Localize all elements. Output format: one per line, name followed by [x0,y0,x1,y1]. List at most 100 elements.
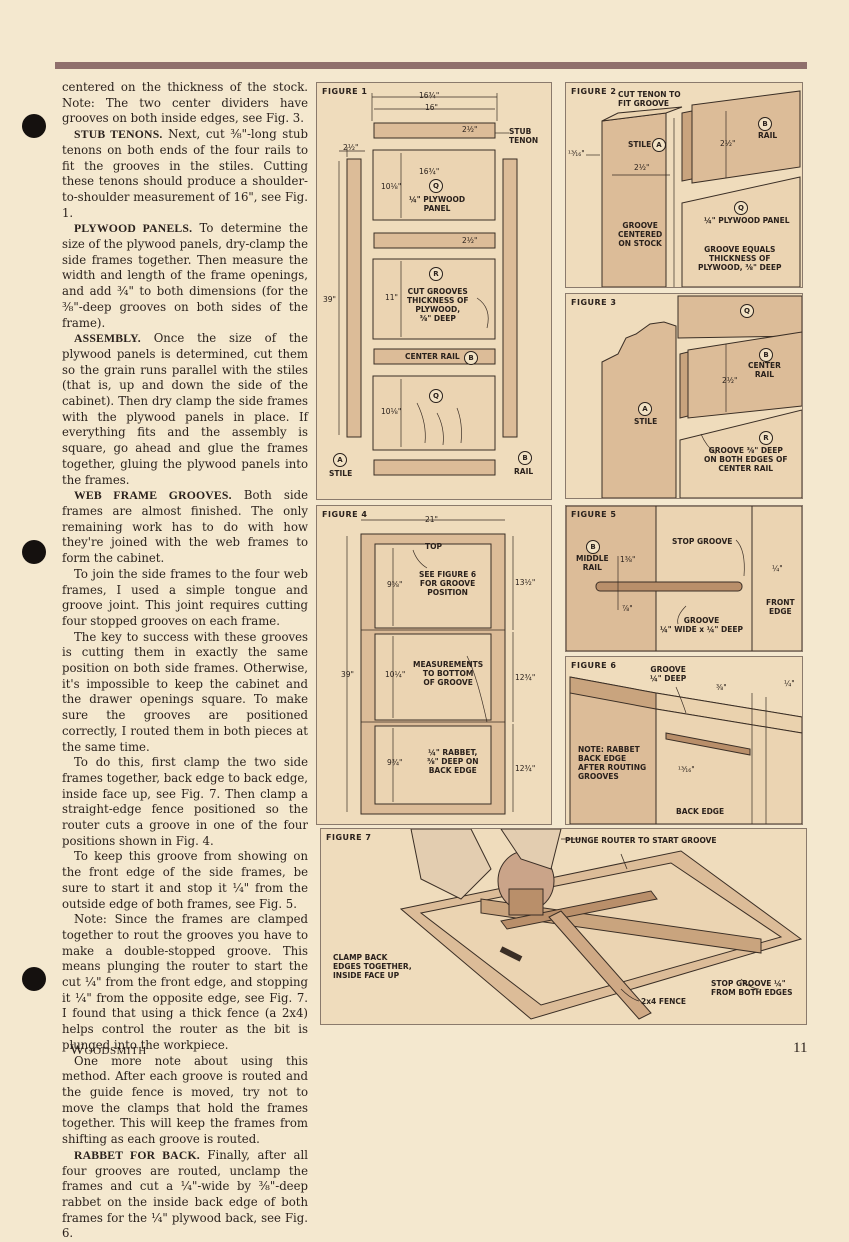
groove-note: GROOVE ⅜" DEEP ON BOTH EDGES OF CENTER R… [704,446,788,473]
section-heading: STUB TENONS. [74,128,163,142]
section-heading: ASSEMBLY. [74,332,141,346]
measurements-note: MEASUREMENTS TO BOTTOM OF GROOVE [413,660,484,687]
paragraph-text: Next, cut ⅜"-long stub tenons on both en… [62,127,308,220]
article-column: centered on the thickness of the stock. … [62,80,309,1240]
paragraph: To join the side frames to the four web … [62,566,308,628]
paragraph: RABBET FOR BACK. Finally, after all four… [62,1148,308,1242]
center-rail-label: CENTER RAIL [405,352,460,361]
front-edge-label: FRONT EDGE [766,598,795,616]
dimension-label: ¼" [784,679,795,688]
dimension-label: 21" [425,515,438,524]
stop-groove-note: STOP GROOVE ¼" FROM BOTH EDGES [711,979,793,997]
dimension-label: ¹³⁄₁₆" [678,765,695,774]
figure-title: FIGURE 4 [322,510,368,519]
middle-rail-label: MIDDLE RAIL [576,554,609,572]
publication-name: Woodsmith [70,1042,147,1058]
page-number: 11 [793,1040,808,1056]
figure-2-drawing [586,90,801,287]
part-r-callout: R [429,267,443,281]
figure-6: FIGURE 6 GROOVE ¼" DEEP ⅜" ¼" NOTE: RABB… [565,656,803,825]
paragraph: centered on the thickness of the stock. … [62,80,308,126]
part-q-callout: Q [429,389,443,403]
figure-3: FIGURE 3 Q B CENTER RAIL 2½" A STILE R G… [565,293,803,499]
part-q-callout: Q [740,304,754,318]
figure-7: FIGURE 7 PLUNGE ROUTER TO START GROOVE C… [320,828,807,1025]
dimension-label: 16¾" [419,167,440,176]
part-a-callout: A [652,138,666,152]
plywood-panel-label: ¼" PLYWOOD PANEL [704,216,790,225]
section-heading: WEB FRAME GROOVES. [74,489,232,503]
part-b-callout: B [759,348,773,362]
rabbet-note: ¼" RABBET, ⅜" DEEP ON BACK EDGE [427,748,479,775]
dimension-label: 12¾" [515,764,536,773]
dimension-label: 13½" [515,578,536,587]
dimension-label: 2½" [720,139,736,148]
figure-5: FIGURE 5 B MIDDLE RAIL 1⅜" STOP GROOVE ¼… [565,505,803,652]
stile-label: STILE [628,140,652,149]
dimension-label: 11" [385,293,398,302]
dimension-label: 10⅛" [381,182,402,191]
fence-label: 2x4 FENCE [641,997,687,1006]
dimension-label: ¹³⁄₁₆" [568,149,585,158]
figure-1: FIGURE 1 16¾" 16" 2½" STUB TENON 2½" 16¾… [316,82,552,500]
rail-label: RAIL [758,131,778,140]
top-label: TOP [425,542,442,551]
figure-title: FIGURE 1 [322,87,368,96]
figure-5-drawing [566,506,802,651]
top-rule [55,62,807,69]
part-a-callout: A [638,402,652,416]
plywood-panel-label: ¼" PLYWOOD PANEL [409,195,466,213]
clamp-note: CLAMP BACK EDGES TOGETHER, INSIDE FACE U… [333,953,412,980]
paragraph-text: Both side frames are almost finished. Th… [62,488,308,566]
stop-groove-label: STOP GROOVE [672,537,733,546]
part-b-callout: B [518,451,532,465]
back-edge-label: BACK EDGE [676,807,725,816]
binder-hole [22,540,46,564]
paragraph: WEB FRAME GROOVES. Both side frames are … [62,488,308,567]
figure-title: FIGURE 2 [571,87,617,96]
section-heading: PLYWOOD PANELS. [74,222,193,236]
dimension-label: ¼" [772,564,783,573]
groove-note: CUT GROOVES THICKNESS OF PLYWOOD, ⅜" DEE… [407,287,469,323]
part-r-callout: R [759,431,773,445]
part-b-callout: B [758,117,772,131]
figure-title: FIGURE 6 [571,661,617,670]
dimension-label: 2½" [462,125,478,134]
dimension-label: 10⅛" [381,407,402,416]
tenon-note: CUT TENON TO FIT GROOVE [618,90,681,108]
part-a-callout: A [333,453,347,467]
rabbet-note: NOTE: RABBET BACK EDGE AFTER ROUTING GRO… [578,745,647,781]
dimension-label: 2½" [634,163,650,172]
paragraph: Note: Since the frames are clamped toget… [62,912,308,1052]
paragraph: The key to success with these grooves is… [62,629,308,754]
stile-label: STILE [329,469,353,478]
groove-centered-label: GROOVE CENTERED ON STOCK [618,221,663,248]
part-q-callout: Q [429,179,443,193]
groove-label: GROOVE ¼" WIDE x ¼" DEEP [660,616,744,634]
binder-hole [22,967,46,991]
part-q-callout: Q [734,201,748,215]
dimension-label: 9⅝" [387,580,403,589]
paragraph: STUB TENONS. Next, cut ⅜"-long stub teno… [62,127,308,221]
dimension-label: 1⅜" [620,555,636,564]
figure-7-drawing [399,829,803,1020]
figure-3-drawing [601,295,802,498]
dimension-label: 12¾" [515,673,536,682]
figure-1-drawing [338,93,518,476]
paragraph-text: To determine the size of the plywood pan… [62,221,309,330]
dimension-label: 39" [341,670,354,679]
groove-label: GROOVE ¼" DEEP [650,665,687,683]
paragraph: To do this, first clamp the two side fra… [62,755,308,848]
dimension-label: 39" [323,295,336,304]
figure-4-drawing [346,519,514,815]
dimension-label: 2½" [722,376,738,385]
paragraph: ASSEMBLY. Once the size of the plywood p… [62,331,308,488]
dimension-label: 9¾" [387,758,403,767]
see-fig6-note: SEE FIGURE 6 FOR GROOVE POSITION [419,570,477,597]
figure-4: FIGURE 4 21" TOP SEE FIGURE 6 FOR GROOVE… [316,505,552,825]
binder-hole [22,114,46,138]
part-b-callout: B [586,540,600,554]
dimension-label: 16¾" [419,91,440,100]
section-heading: RABBET FOR BACK. [74,1148,200,1162]
dimension-label: ⅞" [622,604,633,613]
